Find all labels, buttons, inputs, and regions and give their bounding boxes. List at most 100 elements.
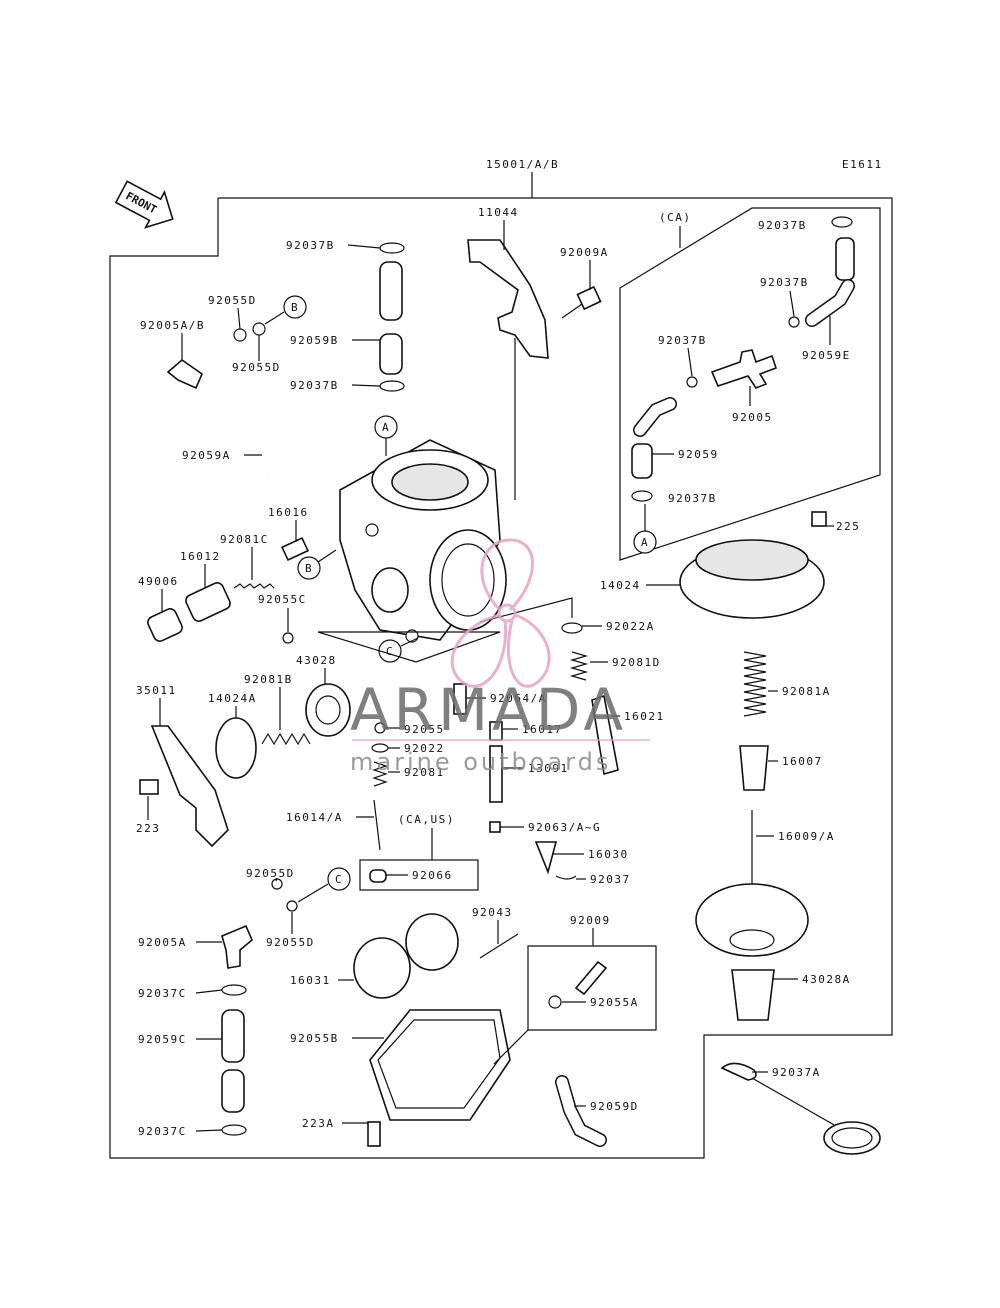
jet-group-guide (317, 631, 501, 663)
assembly-number-label: 15001/A/B (486, 158, 559, 171)
label-92005AB: 92005A/B (140, 319, 205, 332)
leader-92037C-1 (195, 989, 223, 994)
svg-text:C: C (386, 645, 394, 658)
float-16031-b-shape (405, 913, 459, 971)
tube-92059B-lower (379, 333, 403, 375)
tube-92059C-b-shape (221, 1069, 245, 1113)
label-92063AG: 92063/A~G (528, 821, 601, 834)
oring-92055D-c-shape (271, 878, 283, 890)
label-92055: 92055 (404, 723, 445, 736)
leader-92037B-1 (347, 244, 381, 249)
float-16031-a-shape (353, 937, 411, 999)
watermark-tagline: marine outboards (350, 748, 611, 776)
oring-92055D-d-shape (286, 900, 298, 912)
spring-92081D-shape (569, 651, 589, 681)
cap-49006-shape (147, 608, 183, 642)
label-92055B: 92055B (290, 1032, 339, 1045)
clip-ca2-shape (788, 316, 800, 328)
pin-92043-shape (479, 933, 519, 959)
label-43028A: 43028A (802, 973, 851, 986)
label-92037B-1: 92037B (286, 239, 335, 252)
svg-text:B: B (291, 301, 299, 314)
jet-92063-shape (489, 821, 501, 833)
spring-92081B-shape (261, 732, 311, 746)
label-16012: 16012 (180, 550, 221, 563)
label-223: 223 (136, 822, 160, 835)
callout-C-low: C (297, 867, 351, 903)
label-92037A: 92037A (772, 1066, 821, 1079)
clip-92037C-a-shape (221, 984, 247, 996)
screw-16014-shape (373, 799, 381, 851)
label-16014A: 16014/A (286, 811, 343, 824)
strap-92037A-band (751, 1077, 837, 1127)
label-92081: 92081 (404, 766, 445, 779)
label-92009A: 92009A (560, 246, 609, 259)
tube-13091-shape (489, 745, 503, 803)
label-35011: 35011 (136, 684, 177, 697)
ca-us-group-box (359, 859, 479, 891)
label-43028: 43028 (296, 654, 337, 667)
propeller-logo-icon (450, 538, 551, 688)
retainer-16007-shape (739, 745, 769, 791)
jet-92064A-shape (453, 683, 467, 715)
strap-92037A-head-shape (720, 1062, 757, 1081)
fitting-92005A-shape (221, 924, 253, 969)
label-92059B: 92059B (290, 334, 339, 347)
clip-92037C-b-shape (221, 1124, 247, 1136)
label-16021: 16021 (624, 710, 665, 723)
washer-92022A-shape (561, 622, 583, 634)
label-49006: 49006 (138, 575, 179, 588)
tube-92059-shape (631, 443, 653, 479)
label-16030: 16030 (588, 848, 629, 861)
label-16031: 16031 (290, 974, 331, 987)
callout-A-top: A (374, 415, 398, 456)
leader-92055D-1 (237, 307, 241, 330)
leader-92055D-3 (275, 877, 278, 882)
piston-43028A-shape (731, 969, 775, 1021)
label-92005A: 92005A (138, 936, 187, 949)
leader-92037B-ca2 (789, 290, 795, 317)
label-92064A: 92064/A (490, 692, 547, 705)
svg-text:A: A (641, 536, 649, 549)
label-92055C: 92055C (258, 593, 307, 606)
label-92055D-1: 92055D (208, 294, 257, 307)
label-92059E: 92059E (802, 349, 851, 362)
label-223A: 223A (302, 1117, 335, 1130)
label-16017: 16017 (522, 723, 563, 736)
label-92037B-ca2: 92037B (760, 276, 809, 289)
assembly-frame (109, 197, 893, 1159)
oring-92055A-shape (548, 995, 562, 1009)
cap-92066-shape (369, 869, 387, 883)
label-16009A: 16009/A (778, 830, 835, 843)
label-92081A: 92081A (782, 685, 831, 698)
label-16016: 16016 (268, 506, 309, 519)
drain-screw-box (527, 945, 657, 1031)
callout-A-ca: A (633, 504, 657, 554)
screw-92009-shape (574, 960, 608, 996)
label-92055D-3: 92055D (246, 867, 295, 880)
label-92055D-2: 92055D (232, 361, 281, 374)
bracket-35011-shape (150, 725, 229, 848)
label-92043: 92043 (472, 906, 513, 919)
label-92022: 92022 (404, 742, 445, 755)
label-225: 225 (836, 520, 860, 533)
label-92055D-4: 92055D (266, 936, 315, 949)
label-92066: 92066 (412, 869, 453, 882)
callout-B-top: B (264, 295, 307, 325)
label-92059D: 92059D (590, 1100, 639, 1113)
label-11044: 11044 (478, 206, 519, 219)
oring-92055-shape (374, 722, 386, 734)
label-92037B-2: 92037B (290, 379, 339, 392)
clip-ca4-shape (631, 490, 653, 502)
label-92059: 92059 (678, 448, 719, 461)
label-92081D: 92081D (612, 656, 661, 669)
clip-92037B-shape (379, 242, 405, 254)
label-92037: 92037 (590, 873, 631, 886)
watermark-logo: ARMADA marine outboards (350, 538, 650, 776)
label-92009: 92009 (570, 914, 611, 927)
front-arrow-icon: FRONT (114, 180, 174, 229)
screw-92009A-shape (561, 285, 602, 319)
label-92037C-2: 92037C (138, 1125, 187, 1138)
tube-92059B-upper (379, 261, 403, 321)
